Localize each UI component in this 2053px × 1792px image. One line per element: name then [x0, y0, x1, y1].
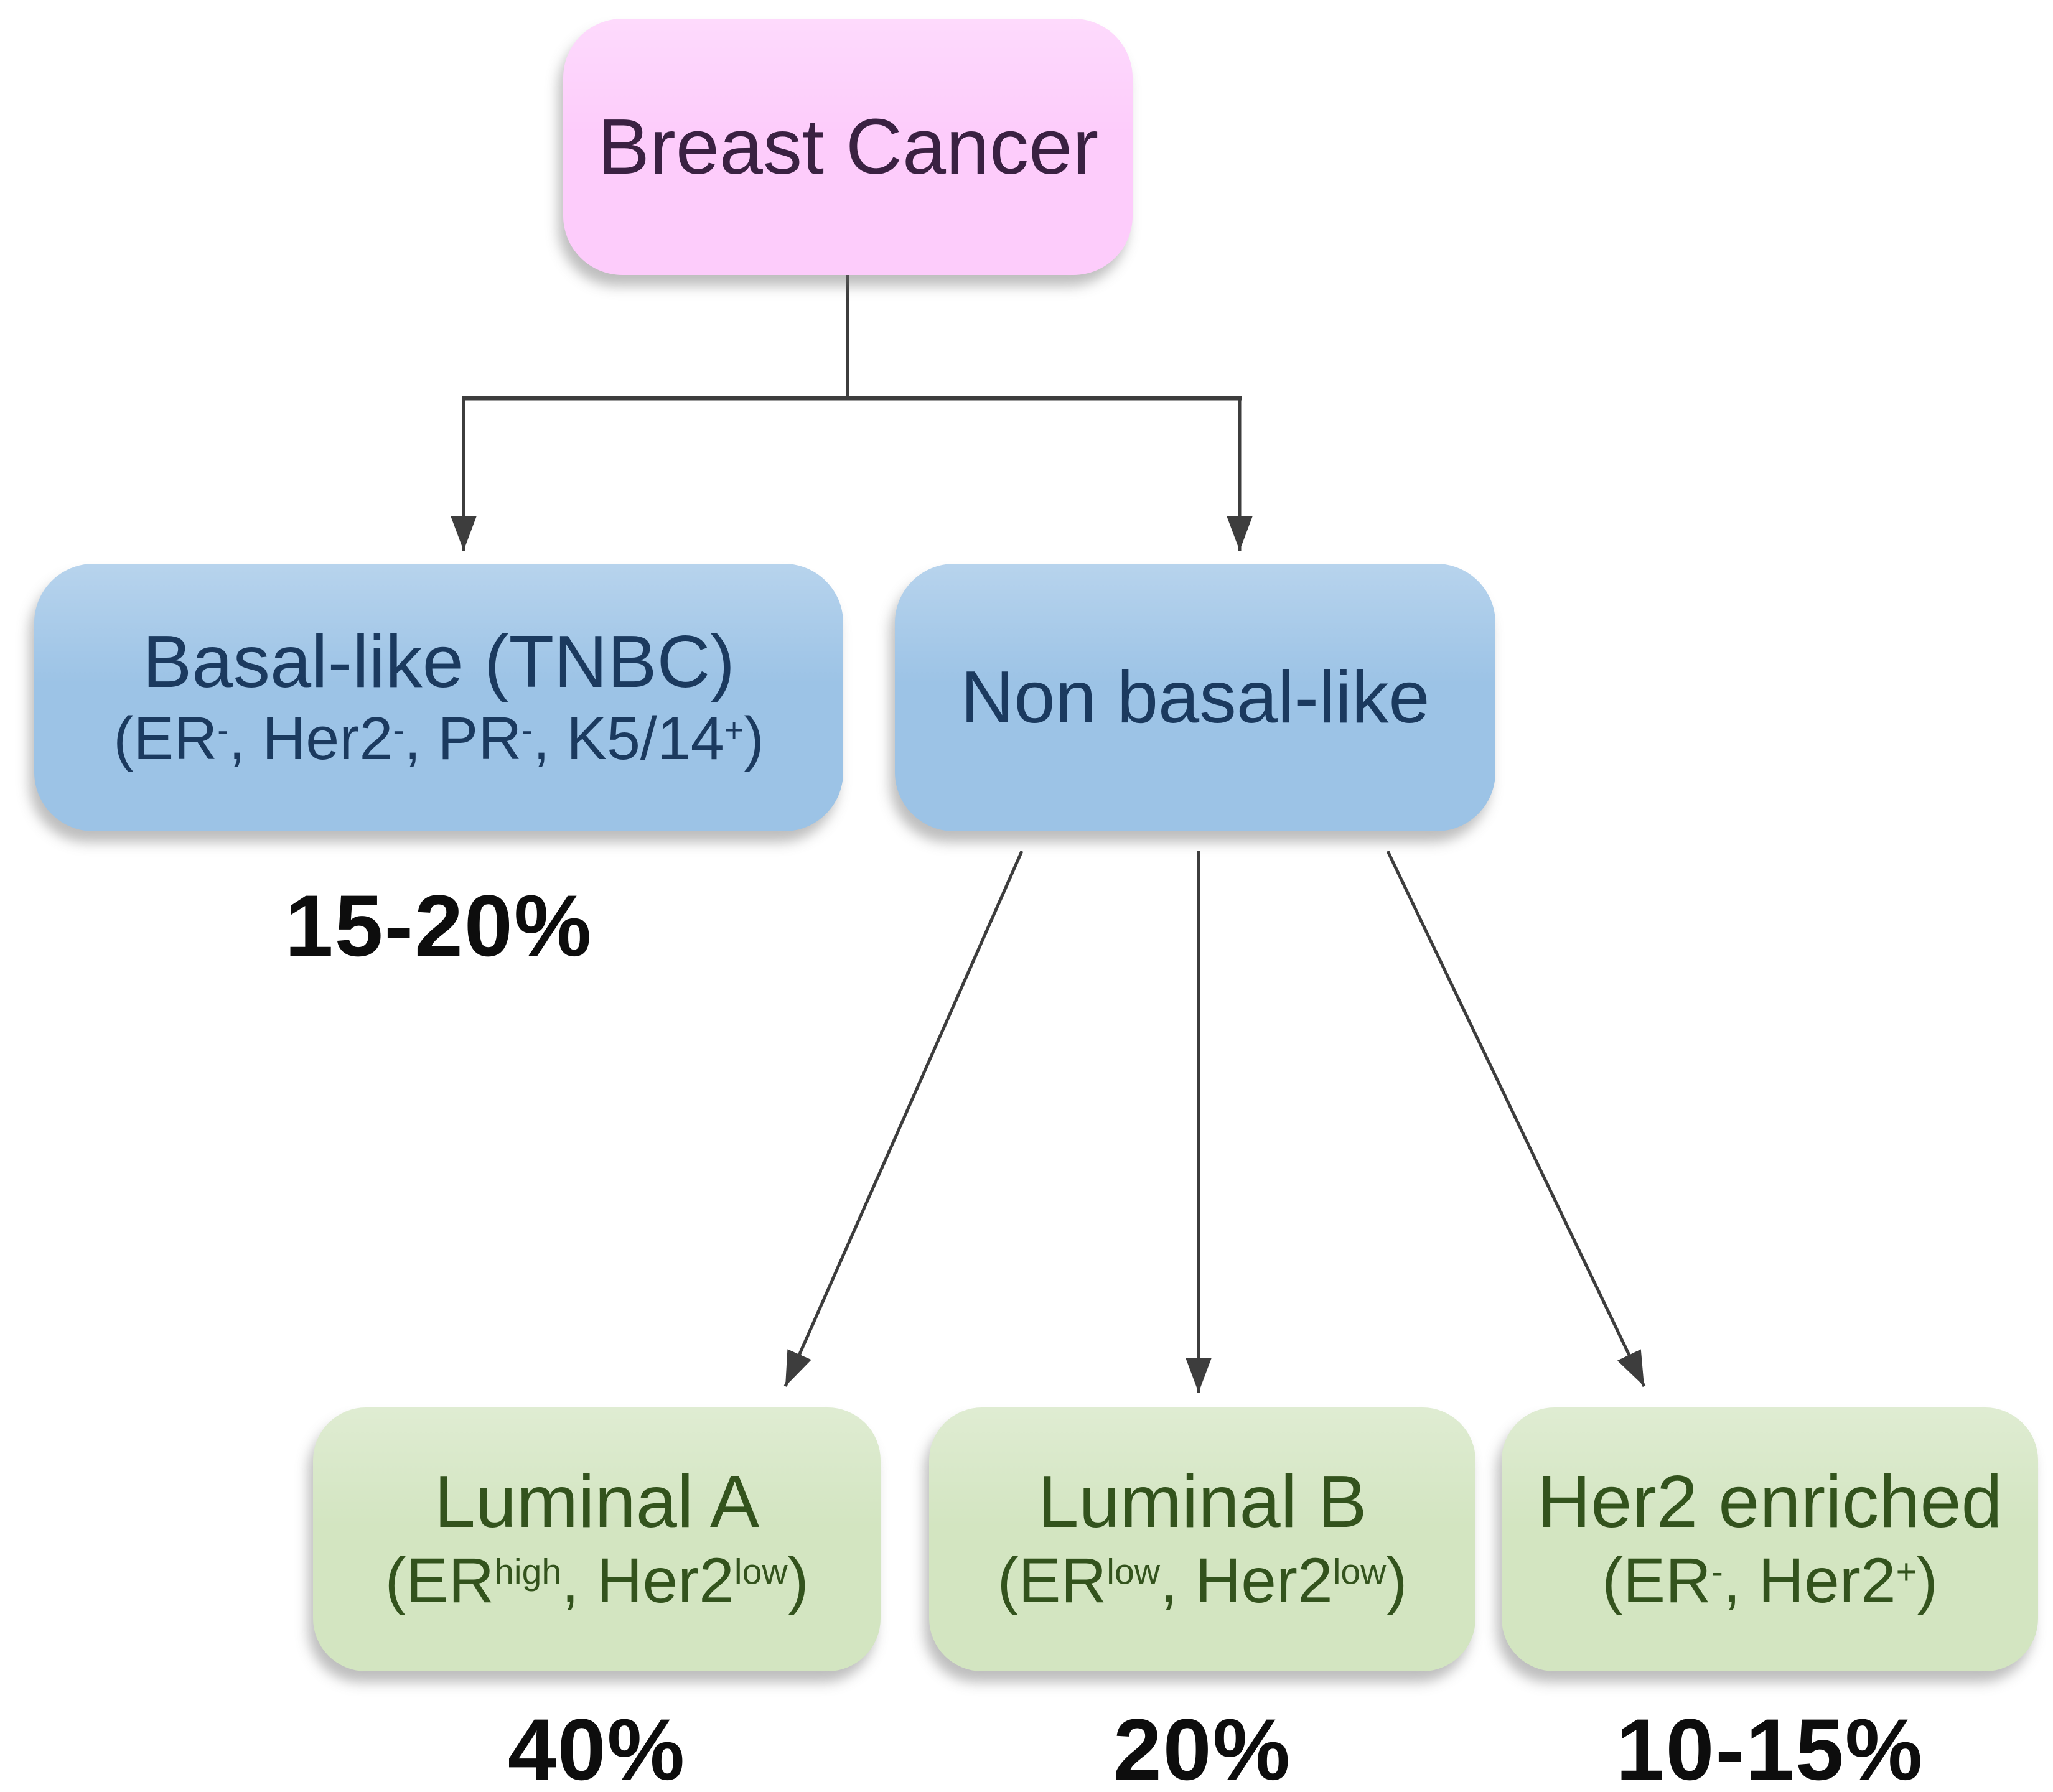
- node-non-basal-like-title: Non basal-like: [960, 656, 1430, 739]
- node-her2-enriched-markers: (ER-, Her2+): [1602, 1545, 1938, 1617]
- node-basal-like-title: Basal-like (TNBC): [142, 620, 736, 704]
- node-luminal-a-title: Luminal A: [434, 1460, 760, 1544]
- node-luminal-b-title: Luminal B: [1037, 1460, 1367, 1544]
- node-luminal-b-markers: (ERlow, Her2low): [997, 1545, 1408, 1617]
- percent-luminal-b: 20%: [1113, 1701, 1292, 1792]
- node-breast-cancer-label: Breast Cancer: [597, 103, 1099, 191]
- node-luminal-a: Luminal A (ERhigh, Her2low): [313, 1407, 881, 1671]
- node-breast-cancer: Breast Cancer: [563, 19, 1133, 275]
- node-non-basal-like: Non basal-like: [895, 564, 1495, 831]
- percent-luminal-a: 40%: [507, 1701, 686, 1792]
- node-her2-enriched-title: Her2 enriched: [1537, 1460, 2003, 1544]
- percent-her2-enriched: 10-15%: [1616, 1701, 1924, 1792]
- node-basal-like-tnbc: Basal-like (TNBC) (ER-, Her2-, PR-, K5/1…: [34, 564, 843, 831]
- node-her2-enriched: Her2 enriched (ER-, Her2+): [1502, 1407, 2038, 1671]
- node-luminal-b: Luminal B (ERlow, Her2low): [929, 1407, 1475, 1671]
- percent-basal-like: 15-20%: [284, 877, 593, 974]
- node-basal-like-markers: (ER-, Her2-, PR-, K5/14+): [113, 704, 764, 773]
- node-luminal-a-markers: (ERhigh, Her2low): [385, 1545, 809, 1617]
- connector-arrow-to-her2-enriched: [1386, 850, 1646, 1388]
